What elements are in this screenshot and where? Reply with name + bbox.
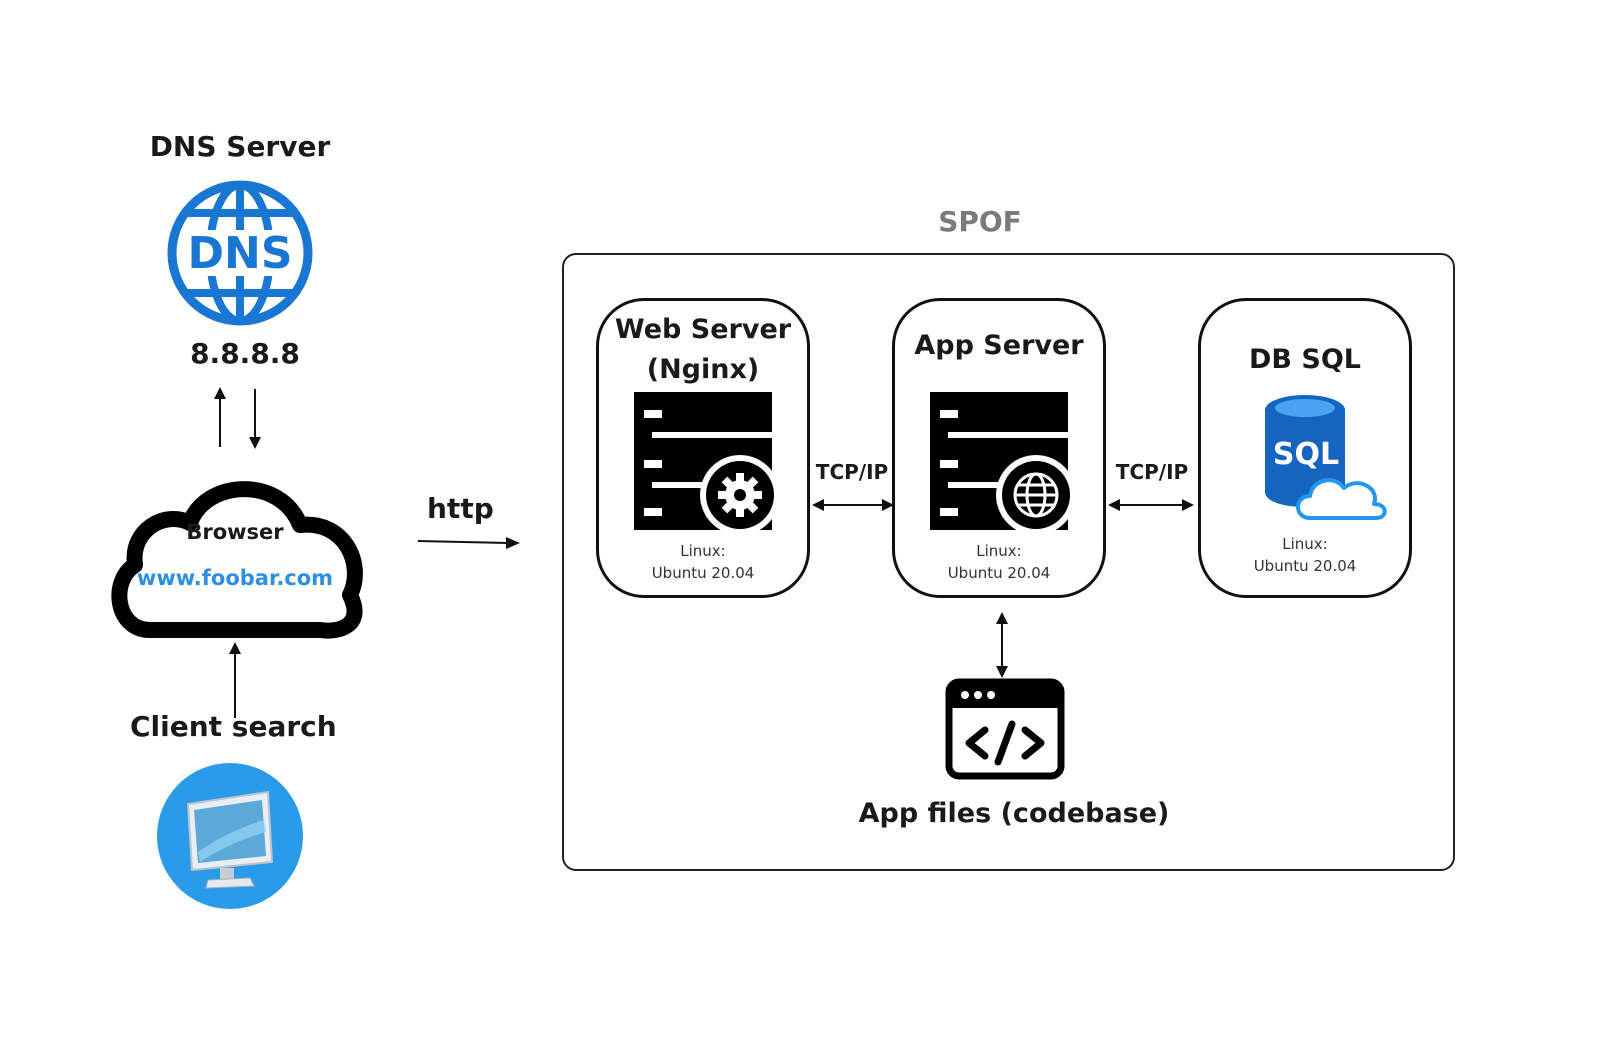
tcp-arrow-right xyxy=(1108,499,1194,511)
tcp-arrow-left xyxy=(812,499,894,511)
browser-url[interactable]: www.foobar.com xyxy=(136,566,334,590)
web-server-title-1: Web Server xyxy=(614,314,792,345)
sql-icon-text: SQL xyxy=(1273,437,1339,472)
db-title: DB SQL xyxy=(1249,344,1361,375)
db-os-2: Ubuntu 20.04 xyxy=(1253,557,1357,575)
http-arrow xyxy=(417,537,520,549)
browser-title: Browser xyxy=(186,520,284,544)
http-label: http xyxy=(427,492,494,525)
monitor-icon xyxy=(157,763,303,909)
app-server-title: App Server xyxy=(914,330,1084,361)
dns-ip: 8.8.8.8 xyxy=(190,337,300,370)
dns-browser-arrows xyxy=(214,387,261,449)
app-files-arrow xyxy=(996,612,1008,678)
cloud-icon xyxy=(111,481,363,639)
db-os-1: Linux: xyxy=(1282,535,1328,553)
spof-title: SPOF xyxy=(938,205,1022,238)
client-title: Client search xyxy=(130,710,337,743)
server-gear-icon xyxy=(634,392,780,535)
sql-database-icon: SQL xyxy=(1265,395,1387,520)
web-server-os-1: Linux: xyxy=(680,542,726,560)
dns-server-title: DNS Server xyxy=(149,130,331,163)
app-files-title: App files (codebase) xyxy=(858,798,1170,829)
web-server-title-2: (Nginx) xyxy=(646,354,760,385)
web-server-os-2: Ubuntu 20.04 xyxy=(651,564,755,582)
dns-icon-text: DNS xyxy=(187,228,292,279)
app-server-os-2: Ubuntu 20.04 xyxy=(947,564,1051,582)
globe-dns-icon: DNS xyxy=(167,180,313,326)
client-browser-arrow xyxy=(229,642,241,718)
tcp-ip-label-right: TCP/IP xyxy=(1115,460,1189,484)
app-server-os-1: Linux: xyxy=(976,542,1022,560)
code-window-icon xyxy=(945,678,1065,780)
server-globe-icon xyxy=(930,392,1076,535)
tcp-ip-label-left: TCP/IP xyxy=(815,460,889,484)
spof-container xyxy=(562,253,1455,871)
